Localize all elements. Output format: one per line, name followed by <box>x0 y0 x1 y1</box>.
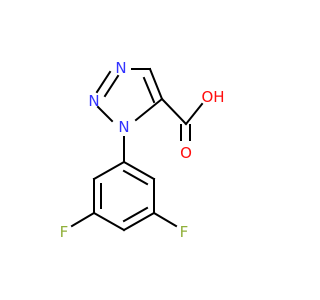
bond-c5-ccooh <box>160 97 188 126</box>
atom-f-left: F <box>60 223 69 241</box>
bond-c-oh <box>184 102 204 126</box>
atom-n-substituted: N <box>118 118 129 136</box>
bond-c-f-right <box>152 211 178 228</box>
ring-inner-2 <box>122 206 149 223</box>
atom-o-carbonyl: O <box>180 144 192 162</box>
bond-c4-c5-b <box>142 76 156 104</box>
ring-inner-1 <box>122 169 149 186</box>
ring-bond-4 <box>92 211 126 232</box>
molecule-diagram: N N N OH O F F <box>60 59 225 241</box>
atom-n-left: N <box>88 92 99 110</box>
triazole-ring <box>95 67 164 123</box>
bond-c5-n <box>134 97 164 122</box>
bond-n-n-single <box>96 105 114 123</box>
carboxylic-acid <box>160 97 204 141</box>
bond-n-n-double-a <box>95 70 112 94</box>
ring-bond-6 <box>92 160 126 181</box>
atom-oh: OH <box>201 88 224 106</box>
ring-bond-3 <box>122 211 156 232</box>
bond-n-n-double-b <box>103 74 120 98</box>
difluorophenyl-ring <box>70 160 178 232</box>
atom-f-right: F <box>180 223 189 241</box>
atom-n-top: N <box>115 59 126 77</box>
ring-bond-1 <box>122 160 156 181</box>
bond-c-f-left <box>70 211 96 228</box>
bond-c4-c5-a <box>148 67 164 101</box>
